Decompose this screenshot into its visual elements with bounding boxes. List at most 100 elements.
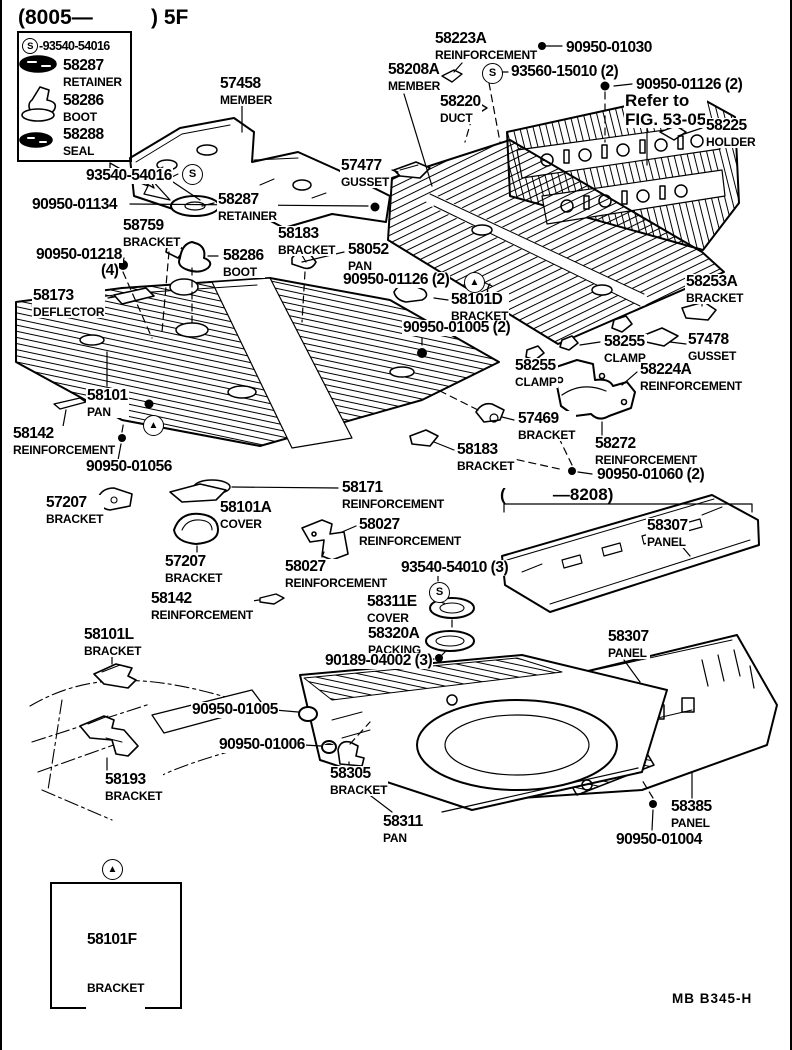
part-label-58101f: 58101F BRACKET (86, 900, 146, 1026)
part-number: 58208A (388, 61, 440, 78)
part-name: BRACKET (330, 782, 388, 797)
part-number: 58287 (218, 191, 259, 208)
part-name: DUCT (440, 110, 473, 125)
part-number: ( —8208) (500, 485, 614, 504)
part-number: 58255 (604, 333, 645, 350)
part-name: PACKING (368, 642, 422, 657)
part-label-90950-01004: 90950-01004 (615, 832, 703, 848)
part-name: REINFORCEMENT (359, 533, 462, 548)
part-number: 58286 (223, 247, 264, 264)
part-number: 58272 (595, 435, 636, 452)
part-number: 58142 (13, 425, 54, 442)
part-number: 58101L (84, 626, 134, 643)
part-name: BRACKET (457, 458, 515, 473)
part-number: 58027 (285, 558, 326, 575)
circled-triangle-marker: ▲ (464, 272, 485, 293)
part-number: 90950-01056 (86, 458, 172, 475)
plate-code: MB B345-H (672, 991, 753, 1006)
part-number: 58307 (647, 517, 688, 534)
part-number: 57469 (518, 410, 559, 427)
part-number: 58224A (640, 361, 692, 378)
part-number: 93540-54016 (86, 167, 172, 184)
part-name: GUSSET (688, 348, 737, 363)
part-number: 58286 (63, 92, 104, 109)
part-number: 58320A (368, 625, 420, 642)
part-number: 58142 (151, 590, 192, 607)
part-name: MEMBER (220, 92, 273, 107)
part-number: 58171 (342, 479, 383, 496)
part-number: 58223A (435, 30, 487, 47)
part-name: FIG. 53-05 (625, 110, 707, 129)
part-name: RETAINER (218, 208, 277, 223)
part-number: 58220 (440, 93, 481, 110)
part-number: 90950-01005 (2) (403, 319, 511, 336)
part-name: REINFORCEMENT (13, 442, 116, 457)
part-name: BRACKET (87, 980, 145, 995)
part-number: 90950-01006 (219, 736, 305, 753)
part-name: DEFLECTOR (33, 304, 105, 319)
part-label-90950-01126-2: 90950-01126 (2) (635, 77, 744, 93)
part-number: 90950-01004 (616, 831, 702, 848)
part-number: 90189-04002 (3) (325, 652, 433, 669)
part-label-90950-01006: 90950-01006 (218, 737, 306, 753)
part-number: 58255 (515, 357, 556, 374)
part-name: BRACKET (105, 788, 163, 803)
part-label-93540-54010-3: 93540-54010 (3) (400, 560, 510, 576)
part-label-90950-01030: 90950-01030 (565, 40, 653, 56)
part-number: 58101A (220, 499, 272, 516)
spare-pan-58311-art (299, 654, 668, 811)
part-label-90189-04002-3: 90189-04002 (3) (324, 652, 434, 669)
part-number: 58101F (87, 931, 137, 948)
part-number: Refer to (625, 91, 690, 110)
part-number: 58027 (359, 516, 400, 533)
part-name: COVER (220, 516, 262, 531)
part-label-93540-54016: 93540-54016 (85, 168, 173, 184)
circled-s-marker: S (182, 164, 203, 185)
part-label-90950-01218: 90950-01218 (35, 247, 123, 263)
part-number: 90950-01005 (192, 701, 278, 718)
part-label-90950-01005: 90950-01005 (191, 702, 279, 718)
part-number: (4) (101, 262, 119, 279)
legend-item-seal: 58288 SEAL (63, 127, 104, 157)
legend-item-boot: 58286 BOOT (63, 93, 104, 123)
part-name: REINFORCEMENT (285, 575, 388, 590)
part-name: PAN (383, 830, 407, 845)
part-name: BRACKET (518, 427, 576, 442)
part-number: 57207 (46, 494, 87, 511)
part-number: 58253A (686, 273, 738, 290)
part-label-90950-01060-2: 90950-01060 (2) (596, 467, 706, 483)
part-number: 90950-01218 (36, 246, 122, 263)
part-name: COVER (367, 610, 409, 625)
part-name: GUSSET (341, 174, 390, 189)
legend-box: S-93540-54016 58287 RETAINER 58286 BOOT … (17, 31, 132, 162)
part-number: 57458 (220, 75, 261, 92)
legend-item-retainer: 58287 RETAINER (63, 58, 122, 88)
part-name: BRACKET (46, 511, 104, 526)
part-number: 90950-01030 (566, 39, 652, 56)
